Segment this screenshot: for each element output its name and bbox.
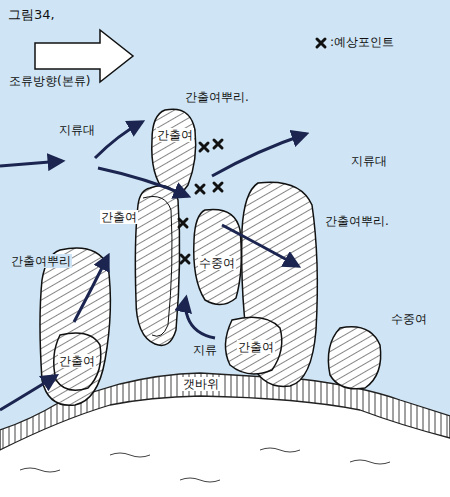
legend-row: :예상포인트 <box>314 34 394 51</box>
map-label: 간출여 <box>237 340 275 354</box>
map-label: 지류 <box>192 343 218 357</box>
map-label: 수중여 <box>390 312 428 326</box>
map-label: 갯바위 <box>182 377 220 391</box>
point-symbol <box>314 36 328 50</box>
map-label: 지류대 <box>58 123 96 137</box>
map-label: 간출여뿌리. <box>324 214 390 228</box>
map-label: 간출여 <box>58 354 96 368</box>
map-label: 간출여뿌리 <box>10 254 72 268</box>
map-label: 간출여 <box>100 210 138 224</box>
map-label: 간출여뿌리. <box>184 90 250 104</box>
figure-title: 그림34, <box>8 6 55 24</box>
map-label: 수중여 <box>198 256 236 270</box>
legend-text: :예상포인트 <box>330 34 394 51</box>
map-label: 지류대 <box>350 154 388 168</box>
map-label: 간출여 <box>156 128 194 142</box>
map-label: 조류방향(본류) <box>8 74 91 88</box>
